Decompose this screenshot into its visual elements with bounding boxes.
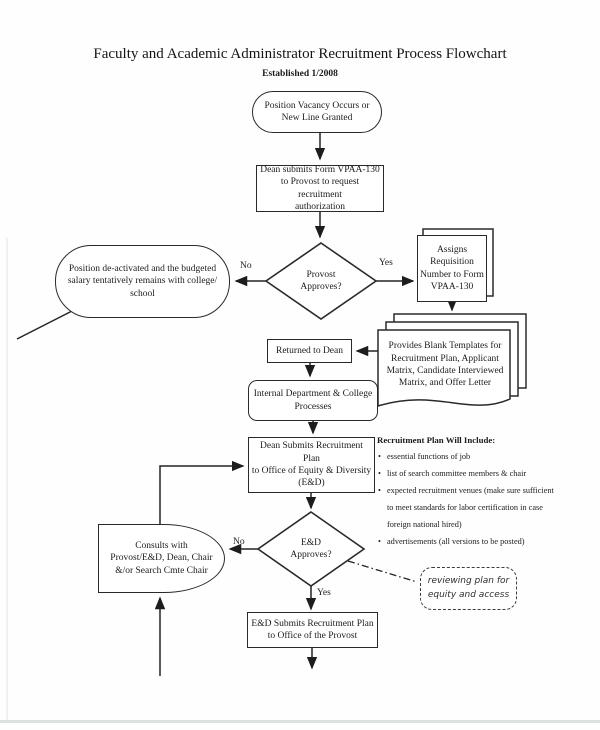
note-bullet: advertisements (all versions to be poste…: [377, 533, 557, 550]
node-provost-approves-label: Provost Approves?: [300, 269, 342, 292]
dashdot-to-review-note: [347, 560, 418, 583]
label-no-provost: No: [240, 261, 252, 271]
node-dean-submits-form: Dean submits Form VPAA-130 to Provost to…: [256, 165, 384, 212]
recruitment-plan-note: Recruitment Plan Will Include: essential…: [377, 433, 557, 550]
note-bullet: list of search committee members & chair: [377, 465, 557, 482]
ed-approves-diamond: [256, 511, 366, 587]
connector-lines: [16, 133, 458, 676]
node-blank-templates-label: Provides Blank Templates for Recruitment…: [386, 341, 504, 389]
page-subtitle: Established 1/2008: [262, 69, 338, 79]
label-no-ed: No: [233, 537, 245, 547]
line-deactivated-offpage: [16, 310, 73, 340]
node-internal-processes: Internal Department & College Processes: [248, 380, 378, 421]
node-position-vacancy: Position Vacancy Occurs or New Line Gran…: [252, 91, 382, 133]
templates-document-stack: [377, 313, 527, 408]
note-header: Recruitment Plan Will Include:: [377, 435, 496, 445]
page-title: Faculty and Academic Administrator Recru…: [93, 46, 507, 62]
node-consults: Consults with Provost/E&D, Dean, Chair &…: [98, 524, 225, 593]
note-bullet: essential functions of job: [377, 448, 557, 465]
label-yes-provost: Yes: [379, 258, 393, 268]
note-bullet: expected recruitment venues (make sure s…: [377, 482, 557, 533]
node-dean-submits-plan: Dean Submits Recruitment Plan to Office …: [248, 437, 375, 493]
node-assigns-requisition: Assigns Requisition Number to Form VPAA-…: [417, 235, 487, 302]
label-yes-ed: Yes: [317, 588, 331, 598]
provost-approves-diamond: [264, 242, 378, 320]
node-returned-to-dean: Returned to Dean: [267, 339, 352, 363]
node-ed-submits-plan: E&D Submits Recruitment Plan to Office o…: [247, 612, 378, 648]
document-front: [377, 329, 511, 408]
node-review-note: reviewing plan for equity and access: [420, 567, 517, 610]
node-position-deactivated: Position de-activated and the budgeted s…: [55, 245, 230, 318]
arrow-consults-to-deanplan: [159, 460, 245, 524]
node-ed-approves-label: E&D Approves?: [290, 537, 332, 560]
